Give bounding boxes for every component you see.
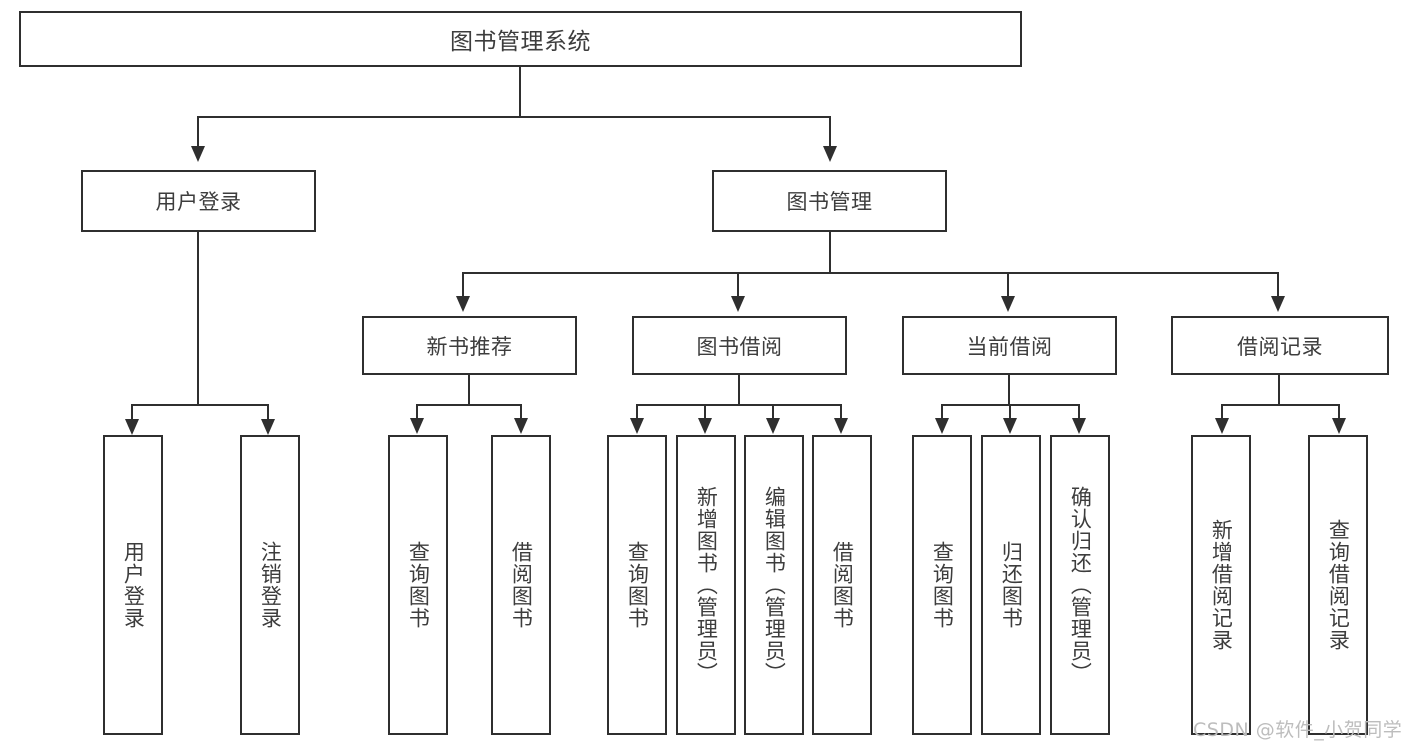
node-book-management[interactable]: 图书管理 bbox=[712, 170, 947, 232]
node-label: 确认归还（管理员） bbox=[1068, 486, 1093, 684]
arrowhead-book-mgmt bbox=[823, 146, 837, 162]
leaf-add-book-admin[interactable]: 新增图书（管理员） bbox=[676, 435, 736, 735]
edge-nbr-to-leaf-1 bbox=[416, 404, 418, 420]
leaf-borrow-book-bb[interactable]: 借阅图书 bbox=[812, 435, 872, 735]
leaf-confirm-return-admin[interactable]: 确认归还（管理员） bbox=[1050, 435, 1110, 735]
arrowhead-cb-leaf-3 bbox=[1072, 418, 1086, 434]
node-label: 新增图书（管理员） bbox=[694, 486, 719, 684]
node-current-borrow[interactable]: 当前借阅 bbox=[902, 316, 1117, 375]
edge-book-mgmt-bus bbox=[462, 272, 1279, 274]
node-label: 查询图书 bbox=[930, 541, 955, 629]
node-label: 借阅图书 bbox=[830, 541, 855, 629]
node-label: 用户登录 bbox=[121, 541, 146, 629]
edge-current-borrow-stem bbox=[1008, 375, 1010, 406]
edge-book-mgmt-stem bbox=[829, 232, 831, 274]
edge-bb-to-leaf-4 bbox=[840, 404, 842, 420]
arrowhead-user-login bbox=[191, 146, 205, 162]
edge-cb-to-leaf-1 bbox=[941, 404, 943, 420]
edge-root-to-book-mgmt bbox=[829, 116, 831, 148]
arrowhead-borrow-record bbox=[1271, 296, 1285, 312]
node-new-book-recommend[interactable]: 新书推荐 bbox=[362, 316, 577, 375]
arrowhead-bb-leaf-2 bbox=[698, 418, 712, 434]
node-label: 图书借阅 bbox=[696, 334, 783, 359]
edge-root-bus bbox=[198, 116, 831, 118]
node-label: 编辑图书（管理员） bbox=[762, 486, 787, 684]
edge-bb-to-leaf-1 bbox=[636, 404, 638, 420]
arrowhead-leaf-user-login bbox=[125, 419, 139, 435]
node-label: 查询图书 bbox=[625, 541, 650, 629]
node-label: 图书管理 bbox=[786, 190, 873, 214]
node-label: 新增借阅记录 bbox=[1209, 519, 1234, 651]
arrowhead-bb-leaf-1 bbox=[630, 418, 644, 434]
edge-book-borrow-bus bbox=[636, 404, 842, 406]
edge-new-book-recommend-bus bbox=[416, 404, 522, 406]
arrowhead-br-leaf-2 bbox=[1332, 418, 1346, 434]
node-user-login[interactable]: 用户登录 bbox=[81, 170, 316, 232]
edge-to-new-book-recommend bbox=[462, 272, 464, 298]
edge-to-leaf-logout bbox=[267, 404, 269, 422]
arrowhead-cb-leaf-2 bbox=[1003, 418, 1017, 434]
edge-user-login-stem bbox=[197, 232, 199, 405]
leaf-query-book-bb[interactable]: 查询图书 bbox=[607, 435, 667, 735]
node-root-system[interactable]: 图书管理系统 bbox=[19, 11, 1022, 67]
edge-user-login-bus bbox=[131, 404, 268, 406]
edge-to-leaf-user-login bbox=[131, 404, 133, 422]
node-label: 用户登录 bbox=[155, 190, 242, 214]
edge-bb-to-leaf-2 bbox=[704, 404, 706, 420]
edge-to-book-borrow bbox=[737, 272, 739, 298]
edge-root-stem bbox=[519, 67, 521, 117]
node-label: 归还图书 bbox=[999, 541, 1024, 629]
arrowhead-cb-leaf-1 bbox=[935, 418, 949, 434]
edge-new-book-recommend-stem bbox=[468, 375, 470, 406]
arrowhead-current-borrow bbox=[1001, 296, 1015, 312]
node-book-borrow[interactable]: 图书借阅 bbox=[632, 316, 847, 375]
edge-br-to-leaf-2 bbox=[1338, 404, 1340, 420]
leaf-add-borrow-record[interactable]: 新增借阅记录 bbox=[1191, 435, 1251, 735]
edge-book-borrow-stem bbox=[738, 375, 740, 406]
node-label: 查询借阅记录 bbox=[1326, 519, 1351, 651]
edge-nbr-to-leaf-2 bbox=[520, 404, 522, 420]
node-label: 新书推荐 bbox=[426, 334, 513, 359]
leaf-query-borrow-record[interactable]: 查询借阅记录 bbox=[1308, 435, 1368, 735]
node-borrow-record[interactable]: 借阅记录 bbox=[1171, 316, 1389, 375]
leaf-return-book[interactable]: 归还图书 bbox=[981, 435, 1041, 735]
node-label: 注销登录 bbox=[258, 541, 283, 629]
edge-to-borrow-record bbox=[1277, 272, 1279, 298]
node-label: 图书管理系统 bbox=[450, 29, 591, 55]
arrowhead-book-borrow bbox=[731, 296, 745, 312]
arrowhead-nbr-leaf-2 bbox=[514, 418, 528, 434]
edge-to-current-borrow bbox=[1007, 272, 1009, 298]
edge-bb-to-leaf-3 bbox=[772, 404, 774, 420]
edge-cb-to-leaf-3 bbox=[1078, 404, 1080, 420]
leaf-query-book-cb[interactable]: 查询图书 bbox=[912, 435, 972, 735]
node-label: 查询图书 bbox=[406, 541, 431, 629]
arrowhead-leaf-logout bbox=[261, 419, 275, 435]
edge-root-to-user-login bbox=[197, 116, 199, 148]
node-label: 借阅记录 bbox=[1237, 334, 1323, 359]
node-label: 当前借阅 bbox=[966, 334, 1053, 359]
arrowhead-bb-leaf-3 bbox=[766, 418, 780, 434]
leaf-query-book-nbr[interactable]: 查询图书 bbox=[388, 435, 448, 735]
arrowhead-bb-leaf-4 bbox=[834, 418, 848, 434]
edge-borrow-record-bus bbox=[1221, 404, 1340, 406]
arrowhead-new-book-recommend bbox=[456, 296, 470, 312]
arrowhead-nbr-leaf-1 bbox=[410, 418, 424, 434]
leaf-user-login[interactable]: 用户登录 bbox=[103, 435, 163, 735]
leaf-borrow-book-nbr[interactable]: 借阅图书 bbox=[491, 435, 551, 735]
arrowhead-br-leaf-1 bbox=[1215, 418, 1229, 434]
node-label: 借阅图书 bbox=[509, 541, 534, 629]
watermark-text: CSDN @软件_小贺同学 bbox=[1193, 719, 1403, 741]
edge-cb-to-leaf-2 bbox=[1009, 404, 1011, 420]
edge-borrow-record-stem bbox=[1278, 375, 1280, 406]
leaf-logout[interactable]: 注销登录 bbox=[240, 435, 300, 735]
edge-br-to-leaf-1 bbox=[1221, 404, 1223, 420]
leaf-edit-book-admin[interactable]: 编辑图书（管理员） bbox=[744, 435, 804, 735]
